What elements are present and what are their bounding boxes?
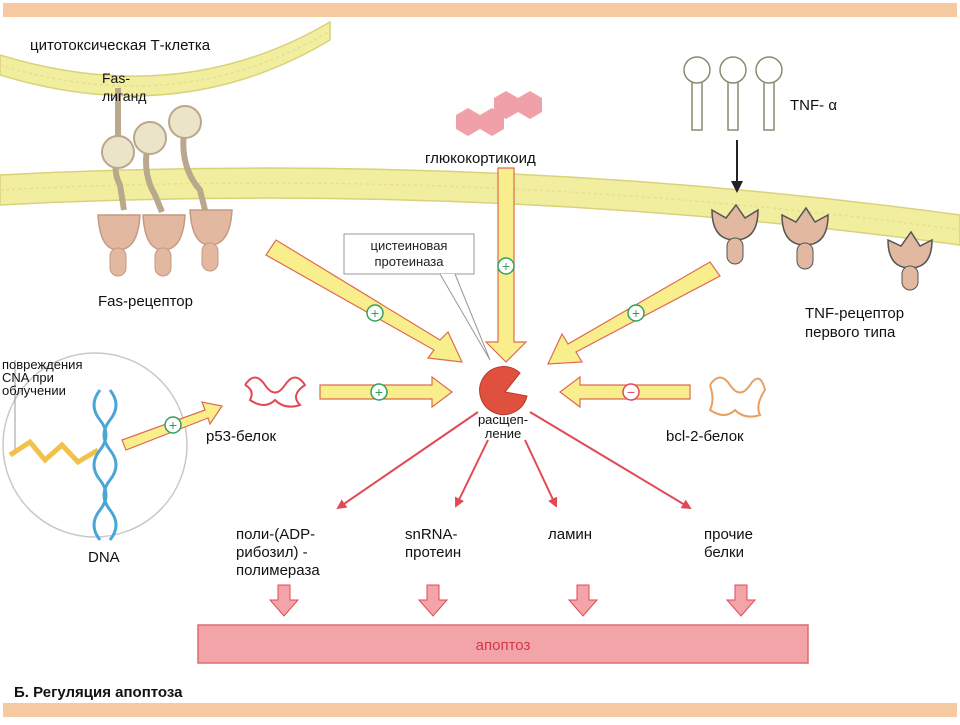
- cleavage-label-1: расщеп-: [478, 412, 528, 427]
- dna-strand: [92, 389, 108, 541]
- cleavage-arrows: [336, 411, 692, 510]
- plus-sign: +: [375, 384, 383, 400]
- fas-ligand-group: [101, 88, 208, 214]
- fas-receptor-tail: [154, 247, 172, 277]
- p53-protein-shape: [244, 376, 307, 408]
- parp-label-3: полимераза: [236, 562, 320, 579]
- radiation-arrow: [8, 438, 100, 466]
- cleavage-label-2: ление: [485, 426, 522, 441]
- parp-label-1: поли-(ADP-: [236, 526, 315, 543]
- fas-ligand-label-1: Fas-: [102, 70, 130, 86]
- other-proteins-label-2: белки: [704, 544, 744, 561]
- caption: Б. Регуляция апоптоза: [14, 684, 183, 701]
- glucocorticoid-label: глюкокортикоид: [425, 150, 536, 167]
- apoptosis-bar: [197, 624, 809, 664]
- top-border: [3, 3, 957, 17]
- down-arrow: [567, 584, 599, 617]
- tnf-receptor-tail: [901, 265, 919, 291]
- fas-receptor-label: Fas-рецептор: [98, 293, 193, 310]
- apoptosis-label: апоптоз: [476, 637, 531, 654]
- dna-damage-label-3: облучении: [2, 383, 66, 398]
- activation-badge: +: [497, 257, 515, 275]
- cleavage-arrow-lamin: [524, 439, 558, 508]
- tnf-receptor-label-2: первого типа: [805, 324, 896, 341]
- tnf-receptor-label-1: TNF-рецептор: [805, 305, 904, 322]
- fas-receptor-tail: [201, 242, 219, 272]
- down-arrow: [417, 584, 449, 617]
- t-cell-label: цитотоксическая Т-клетка: [30, 37, 211, 54]
- tnf-alpha-label: TNF- α: [790, 97, 837, 114]
- dna-helix: [92, 389, 118, 541]
- fas-ligand-head: [101, 135, 135, 169]
- cell-membrane-line: [0, 182, 960, 231]
- activation-badge: +: [164, 416, 182, 434]
- dna-damage-label-1: повреждения: [2, 357, 82, 372]
- fas-ligand-label-2: лиганд: [102, 88, 146, 104]
- t-cell-membrane: [0, 20, 331, 97]
- dna-strand: [102, 389, 118, 541]
- bottom-border: [3, 703, 957, 717]
- activation-badge: +: [627, 304, 645, 322]
- tnf-stalk: [727, 79, 739, 131]
- tnf-head: [683, 56, 711, 84]
- cleavage-arrow-snrna: [454, 439, 489, 508]
- down-arrow: [268, 584, 300, 617]
- fas-ligand-head: [133, 121, 167, 155]
- cleavage-arrow-parp: [336, 411, 479, 510]
- cysteine-protease-label-2: протеиназа: [375, 254, 445, 269]
- fas-receptor-group: [97, 209, 233, 277]
- plus-sign: +: [502, 258, 510, 274]
- snrna-label-1: snRNA-: [405, 526, 458, 543]
- fas-receptor-tail: [109, 247, 127, 277]
- activation-badge: +: [366, 304, 384, 322]
- dna-damage-label-2: CNA при: [2, 370, 54, 385]
- tnf-alpha-group: [683, 56, 783, 131]
- snrna-label-2: протеин: [405, 544, 461, 561]
- cysteine-protease-enzyme: [479, 366, 528, 416]
- plus-sign: +: [169, 417, 177, 433]
- minus-sign: −: [627, 384, 635, 400]
- cell-membrane: [0, 167, 960, 246]
- cysteine-protease-callout: [343, 233, 475, 275]
- cleavage-arrow-other: [529, 411, 692, 510]
- parp-label-2: рибозил) -: [236, 544, 308, 561]
- dna-label: DNA: [88, 549, 120, 566]
- tnf-receptor-group: [711, 203, 933, 291]
- lamin-label: ламин: [548, 526, 592, 543]
- tnf-receptor-tail: [796, 242, 814, 270]
- t-cell-membrane-line: [0, 30, 331, 87]
- tnf-stalk: [763, 79, 775, 131]
- other-proteins-label-1: прочие: [704, 526, 753, 543]
- apoptosis-arrows: [268, 584, 757, 617]
- p53-label: p53-белок: [206, 428, 277, 445]
- tnf-stalk: [691, 79, 703, 131]
- tnf-head: [719, 56, 747, 84]
- bcl2-protein-shape: [708, 376, 767, 418]
- tnf-receptor-tail: [726, 237, 744, 265]
- dna-damage-circle: [2, 352, 188, 538]
- fas-ligand-head: [168, 105, 202, 139]
- cysteine-protease-label-1: цистеиновая: [371, 238, 448, 253]
- glucocorticoid-molecule: [456, 91, 542, 136]
- hexagon: [456, 108, 480, 136]
- down-arrow: [725, 584, 757, 617]
- plus-sign: +: [632, 305, 640, 321]
- tnf-head: [755, 56, 783, 84]
- callout-pointer: [439, 273, 491, 361]
- plus-sign: +: [371, 305, 379, 321]
- hexagon: [480, 108, 504, 136]
- fas-signal-arrow: [265, 239, 463, 363]
- hexagon: [518, 91, 542, 119]
- hexagon: [494, 91, 518, 119]
- inhibition-badge: −: [622, 383, 640, 401]
- activation-badge: +: [370, 383, 388, 401]
- bcl2-label: bcl-2-белок: [666, 428, 744, 445]
